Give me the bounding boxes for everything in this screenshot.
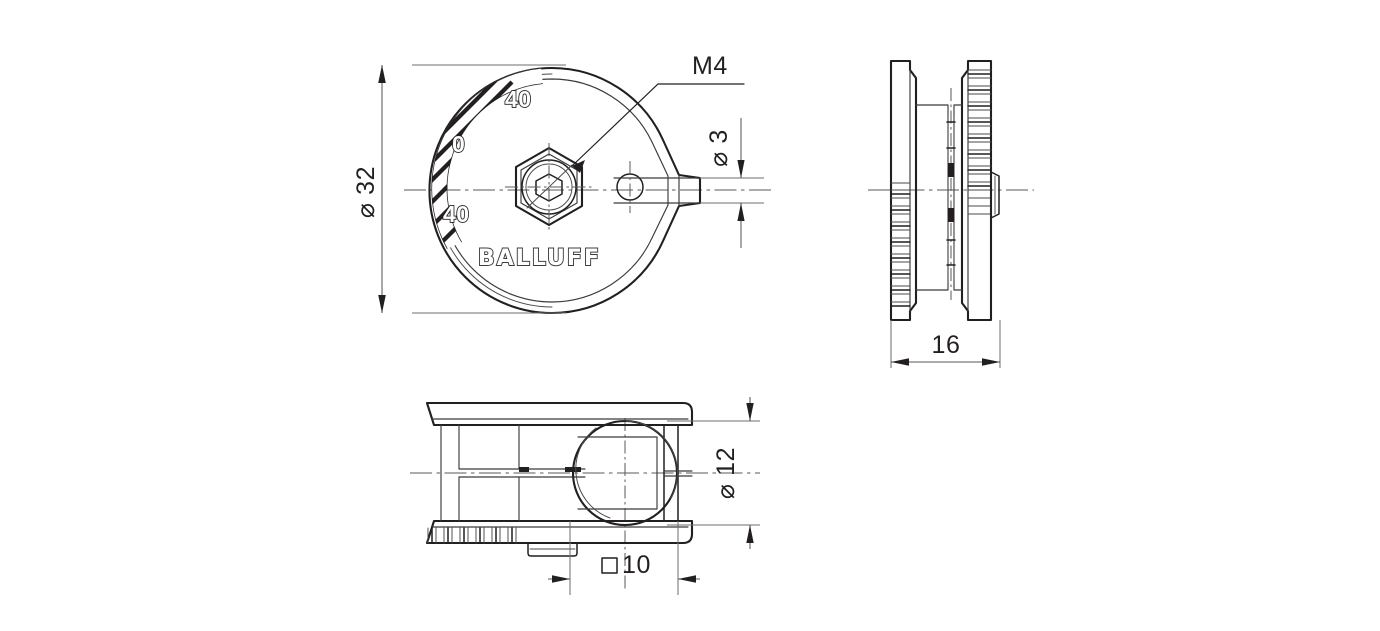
bottom-boss	[571, 419, 679, 527]
side-left-flange-knurl	[890, 182, 911, 303]
scale-label-bottom: 40	[443, 201, 470, 227]
sq10-arrow-left	[552, 575, 570, 583]
side-right-flange-knurl-heavy	[967, 73, 992, 187]
dia32-arrow-bottom	[378, 295, 386, 313]
scale-label-top: 40	[505, 86, 532, 112]
side-web-break-lines	[946, 121, 956, 266]
dia32-arrow-top	[378, 65, 386, 83]
bottom-top-cap	[425, 401, 694, 427]
bottom-cap-knurl	[427, 527, 517, 544]
dia3-arrow-bottom	[737, 203, 745, 221]
side-left-flange-knurl-heavy	[890, 193, 911, 307]
hex-nut-circle-inner	[525, 163, 573, 211]
dia3-label: ⌀ 3	[705, 129, 733, 167]
dimension-square-10: 10	[548, 521, 700, 595]
side-right-flange	[960, 59, 993, 322]
side-left-flange	[889, 59, 918, 322]
front-small-hole	[616, 161, 644, 213]
dia32-label: ⌀ 32	[352, 166, 380, 218]
m4-leader-arrow	[572, 160, 585, 173]
callout-thread-m4: M4	[571, 52, 745, 173]
dia12-arrow-bottom	[746, 525, 754, 543]
dia12-label: ⌀ 12	[712, 447, 740, 499]
hex-nut-assembly	[505, 143, 593, 231]
sq10-square-symbol	[601, 557, 618, 574]
w16-arrow-left	[891, 358, 909, 366]
side-right-lug	[990, 171, 1000, 219]
w16-label: 16	[931, 331, 960, 359]
bottom-view: ⌀ 12 10	[410, 397, 760, 595]
w16-arrow-right	[982, 358, 1000, 366]
dimension-diameter-12: ⌀ 12	[667, 397, 760, 549]
m4-leader-line	[571, 83, 745, 167]
balluff-logo: BALLUFF	[478, 246, 601, 271]
side-web-left-profile	[915, 104, 949, 291]
bottom-small-tab	[527, 542, 578, 557]
side-web-right-profile	[953, 104, 963, 291]
dimension-width-16: 16	[890, 320, 1001, 368]
bottom-boss-highlight-2	[575, 427, 611, 519]
bottom-cap-knurl-heavy	[431, 527, 513, 544]
front-view: 40 0 40 BALLUFF	[352, 52, 772, 315]
hex-diagonal-mark	[526, 164, 573, 209]
bottom-boss-highlight	[624, 420, 678, 499]
side-central-web	[915, 104, 963, 291]
sq10-label: 10	[622, 551, 651, 579]
dia12-arrow-top	[746, 403, 754, 421]
sq10-arrow-right	[678, 575, 696, 583]
scale-label-mid: 0	[452, 131, 465, 157]
side-right-flange-knurl	[967, 69, 992, 215]
side-web-section-marks	[948, 163, 954, 222]
m4-label: M4	[692, 52, 728, 80]
dia3-arrow-top	[737, 160, 745, 178]
bottom-bottom-cap	[425, 519, 694, 545]
dimension-diameter-3: ⌀ 3	[700, 118, 764, 248]
side-view: 16	[868, 59, 1034, 368]
front-pin-shaft	[613, 174, 701, 207]
dimension-diameter-32: ⌀ 32	[352, 64, 566, 314]
bottom-boss-square-outline	[577, 436, 658, 510]
